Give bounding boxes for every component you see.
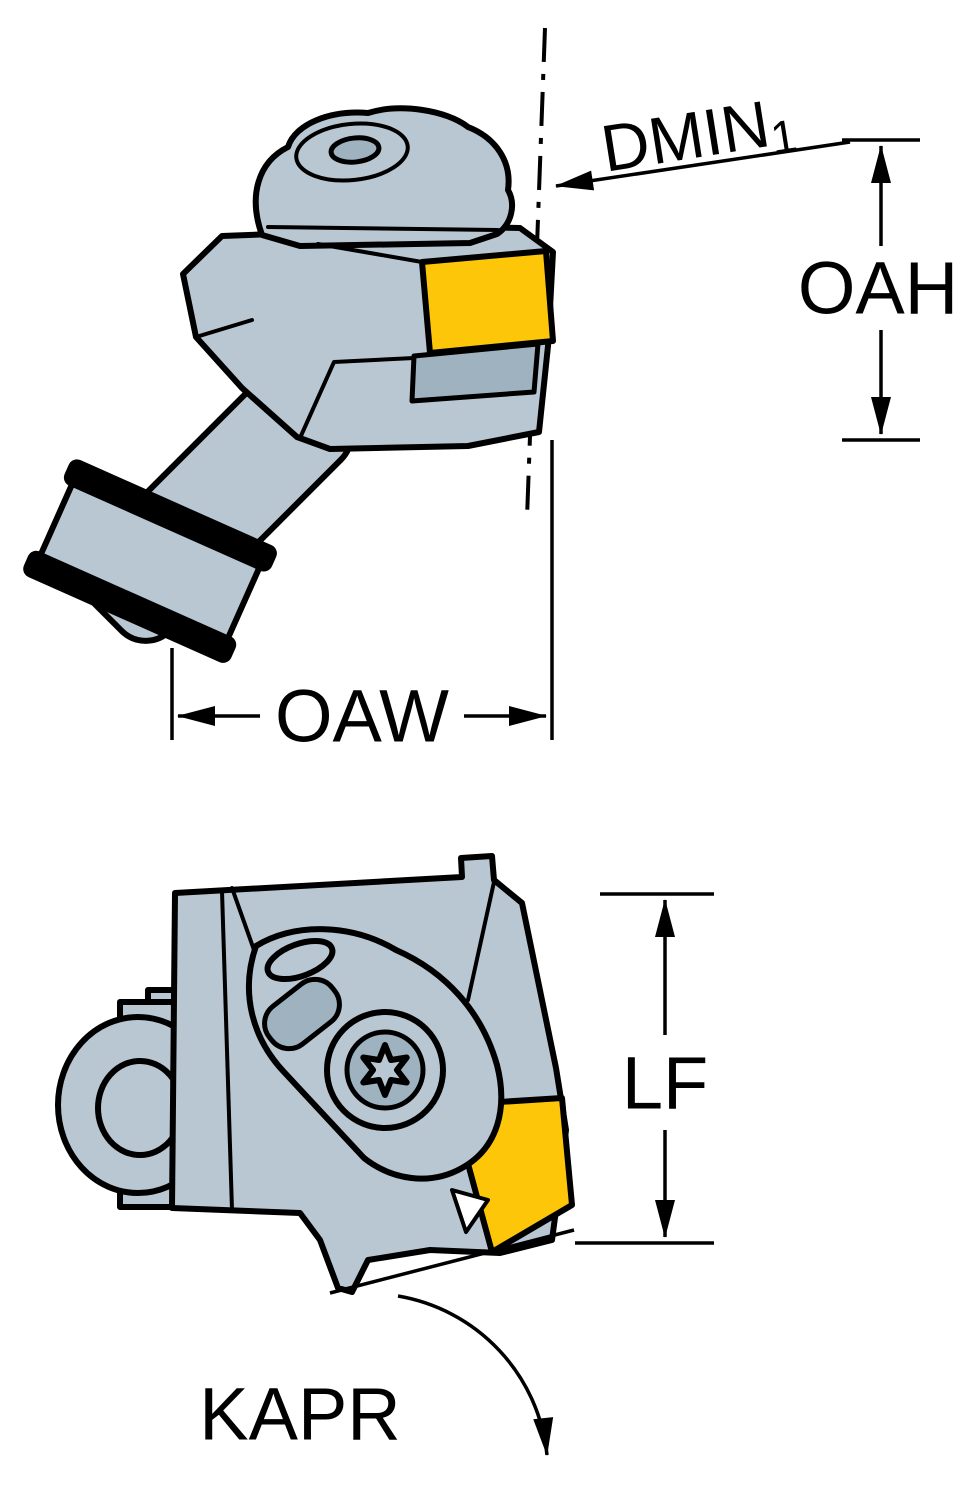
- shank-collar: [23, 459, 277, 663]
- insert-nose-highlight: [450, 1188, 490, 1234]
- dimension-lf: LF: [575, 892, 714, 1245]
- side-view: DMIN1 OAH OAW: [23, 27, 958, 758]
- boss-inner-ring: [95, 1058, 185, 1158]
- head-top-cap: [252, 105, 515, 249]
- head-facet-line-3: [194, 318, 254, 339]
- clamp-slot: [262, 976, 342, 1052]
- dmin-leader-arrow: [555, 140, 851, 191]
- clamp-top-detail: [264, 937, 336, 983]
- insert-side-view: [419, 248, 556, 356]
- oaw-label: OAW: [275, 675, 449, 758]
- dimension-dmin: DMIN1: [555, 82, 851, 191]
- torx-star-icon: [360, 1042, 410, 1098]
- collar-band-lower: [23, 550, 237, 663]
- lf-label: LF: [622, 1042, 708, 1125]
- collar-band-upper: [63, 459, 277, 572]
- oah-label: OAH: [798, 247, 958, 330]
- cap-center-hole: [328, 135, 382, 165]
- front-facet-line-1: [220, 889, 234, 1212]
- head-facet-line-2: [298, 356, 416, 440]
- head-facet-line-1: [316, 242, 424, 264]
- dmin-label: DMIN1: [596, 82, 800, 190]
- insert-seat-step: [409, 341, 541, 404]
- dimension-kapr: KAPR: [199, 1228, 575, 1456]
- kapr-edge-extension: [329, 1228, 575, 1295]
- front-facet-line-3: [466, 880, 496, 1002]
- kapr-label: KAPR: [199, 1373, 401, 1456]
- kapr-angle-arc: [397, 1294, 554, 1456]
- dimension-oah: OAH: [798, 138, 958, 442]
- front-view: LF KAPR: [55, 853, 714, 1456]
- cap-seat-line: [266, 225, 500, 232]
- dimension-oaw: OAW: [170, 440, 554, 758]
- cap-boss-ellipse: [294, 121, 410, 183]
- dmin-label-main: DMIN: [596, 86, 774, 185]
